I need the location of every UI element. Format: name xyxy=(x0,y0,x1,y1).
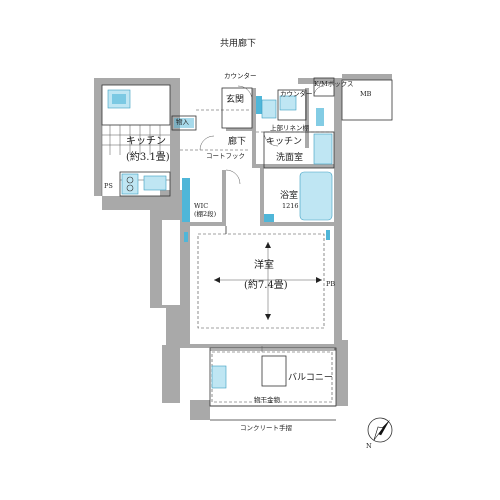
walls xyxy=(94,74,392,420)
north-compass: N xyxy=(366,417,393,450)
outdoor-unit xyxy=(211,365,227,389)
label-wic: WIC xyxy=(194,202,208,210)
bathtub xyxy=(299,171,333,221)
stove xyxy=(121,173,139,195)
north-label: N xyxy=(366,442,372,450)
label-western-size: (約7.4畳) xyxy=(244,278,288,291)
fridge xyxy=(143,175,167,191)
label-kitchen-size: (約3.1畳) xyxy=(126,150,170,163)
label-entrance: 玄関 xyxy=(226,93,244,105)
label-hallway: 廊下 xyxy=(228,135,246,147)
label-corridor-shared: 共用廊下 xyxy=(220,37,256,49)
label-kitchen: キッチン xyxy=(126,135,166,147)
label-washroom: 洗面室 xyxy=(276,151,303,163)
shoe-cabinet xyxy=(256,96,262,114)
wic-panel xyxy=(182,178,190,222)
label-balcony: バルコニー xyxy=(288,372,333,383)
label-wic-note: (棚2段) xyxy=(194,209,217,218)
label-bath: 浴室 xyxy=(280,189,298,201)
dimension-arrows xyxy=(214,242,322,320)
label-counter-top: カウンター xyxy=(224,71,257,80)
label-top-linen: 上部リネン棚 xyxy=(270,123,310,132)
label-meter-box: K/Mボックス xyxy=(314,80,354,88)
fixtures xyxy=(107,89,333,389)
label-bath-size: 1216 xyxy=(282,202,299,210)
label-pb: PB xyxy=(326,280,335,288)
kitchen-tile-grid xyxy=(102,125,170,155)
label-western: 洋室 xyxy=(254,258,274,271)
label-storage: 物入 xyxy=(176,117,190,126)
label-concrete: コンクリート手摺 xyxy=(240,423,293,432)
label-counter-right: カウンター xyxy=(280,89,313,98)
labels: 共用廊下 カウンター K/Mボックス MB 玄関 カウンター 上部リネン棚 物入… xyxy=(104,37,372,432)
toilet xyxy=(279,95,297,111)
label-hallway-right: キッチン xyxy=(266,136,302,147)
storage-box xyxy=(174,118,194,128)
label-ps: PS xyxy=(104,182,113,190)
vanity xyxy=(313,133,333,165)
label-coat-hook: コートフック xyxy=(206,152,245,160)
label-mb: MB xyxy=(360,90,372,98)
label-handrail: 物干金物 xyxy=(254,395,281,404)
